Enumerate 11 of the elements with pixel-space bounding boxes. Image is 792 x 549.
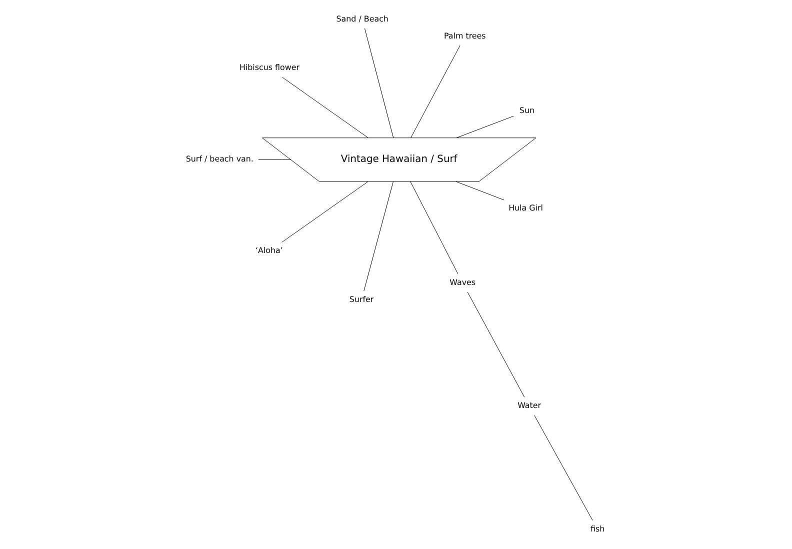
connector [534,415,593,521]
connector [456,116,514,138]
connector [258,159,291,160]
connector [364,181,394,292]
connector [410,181,458,274]
connector [467,292,525,398]
connector [364,28,394,138]
connector [282,181,368,242]
connector [410,45,460,138]
connector [456,181,504,200]
connector [282,76,368,138]
